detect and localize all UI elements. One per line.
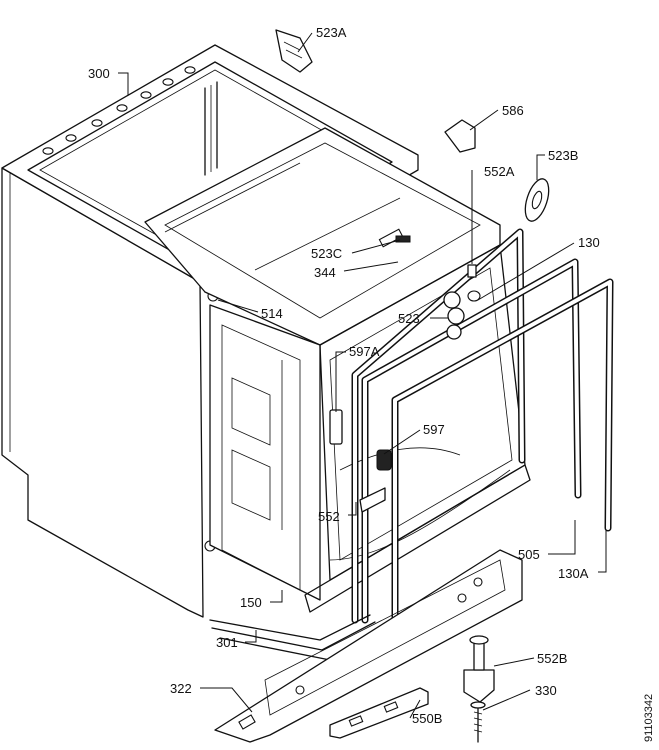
label-552B: 552B — [537, 651, 567, 666]
label-322: 322 — [170, 681, 192, 696]
label-597: 597 — [423, 422, 445, 437]
label-523C: 523C — [311, 246, 342, 261]
label-552A: 552A — [484, 164, 515, 179]
label-130: 130 — [578, 235, 600, 250]
label-344: 344 — [314, 265, 336, 280]
label-523: 523 — [398, 311, 420, 326]
label-550B: 550B — [412, 711, 442, 726]
cabinet-frame — [1, 44, 419, 618]
label-552: 552 — [318, 509, 340, 524]
label-523B: 523B — [548, 148, 578, 163]
label-330: 330 — [535, 683, 557, 698]
leader-lines — [118, 32, 607, 719]
label-505: 505 — [518, 547, 540, 562]
label-301: 301 — [216, 635, 238, 650]
part-labels: 523A 300 586 552A 523B 130 523C 344 514 … — [88, 25, 600, 726]
label-586: 586 — [502, 103, 524, 118]
label-523A: 523A — [316, 25, 347, 40]
small-parts — [275, 29, 550, 743]
tank — [144, 127, 531, 613]
base-parts — [209, 549, 523, 743]
label-514: 514 — [261, 306, 283, 321]
label-597A: 597A — [349, 344, 380, 359]
label-150: 150 — [240, 595, 262, 610]
label-130A: 130A — [558, 566, 589, 581]
label-300: 300 — [88, 66, 110, 81]
drawing-number: 91103342 — [643, 694, 655, 742]
